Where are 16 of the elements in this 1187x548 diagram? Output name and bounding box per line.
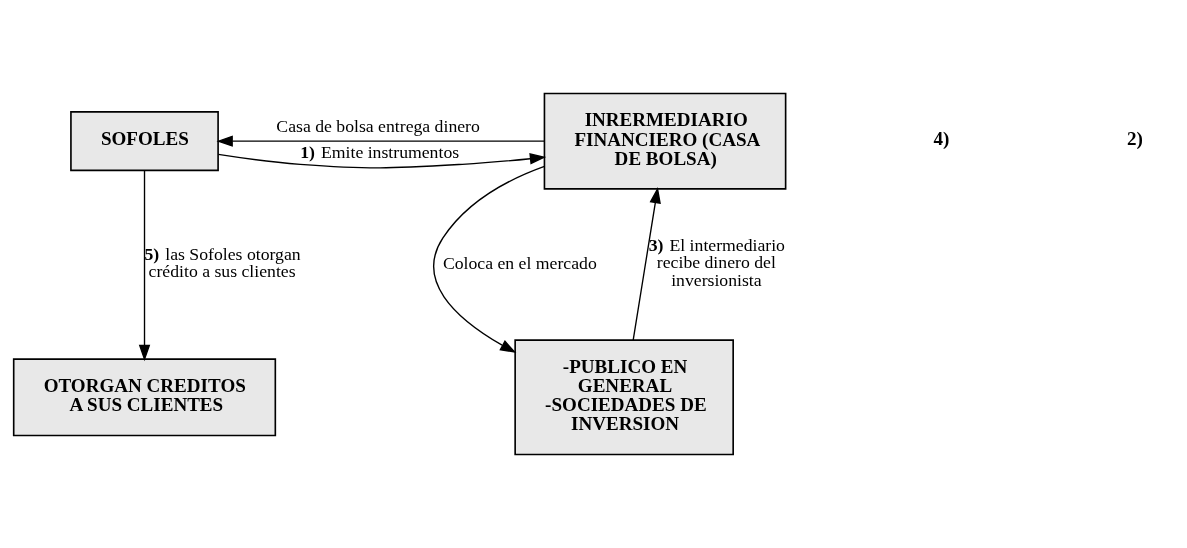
arrow	[138, 169, 151, 362]
edge-label: Coloca en el mercado	[442, 253, 597, 274]
label: 4)	[933, 127, 950, 149]
node-box: SOFOLES	[70, 111, 219, 172]
node-box: -PUBLICO EN GENERAL -SOCIEDADES DE INVERSION	[514, 339, 734, 456]
arrow	[216, 135, 545, 147]
node-box: INRERMEDIARIO FINANCIERO (CASA DE BOLSA)	[543, 92, 787, 190]
edge-label: 3) El intermediario recibe dinero del inversionista	[648, 234, 785, 291]
arrow	[217, 153, 547, 169]
arrow	[632, 186, 661, 341]
label: 2)	[1126, 127, 1143, 149]
edge-label: 1) Emite instrumentos	[300, 142, 460, 163]
arrow	[433, 165, 546, 354]
edge-label: 5) las Sofoles otorgan crédito a sus clientes	[144, 243, 301, 282]
edge-label: Casa de bolsa entrega dinero	[276, 116, 480, 137]
node-box: OTORGAN CREDITOS A SUS CLIENTES	[12, 358, 277, 437]
